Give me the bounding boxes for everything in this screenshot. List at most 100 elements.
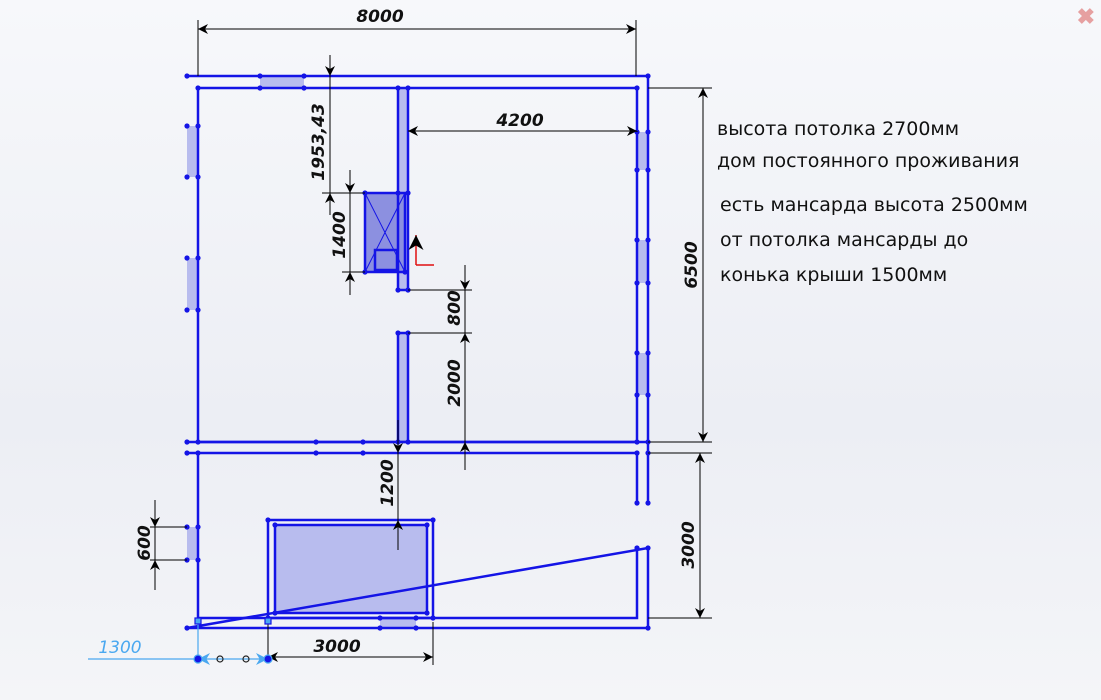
- sketch-point[interactable]: [634, 392, 640, 398]
- sketch-point[interactable]: [184, 625, 190, 631]
- dim-1300-active[interactable]: 1300: [98, 638, 141, 658]
- sketch-point[interactable]: [424, 522, 430, 528]
- object-inner: [273, 523, 429, 615]
- note-attic-to-ridge: от потолка мансарды до: [720, 229, 969, 251]
- sketch-point[interactable]: [634, 85, 640, 91]
- window-top: [260, 76, 304, 88]
- sketch-point[interactable]: [395, 85, 401, 91]
- sketch-point[interactable]: [272, 522, 278, 528]
- sketch-point[interactable]: [257, 85, 263, 91]
- sketch-point[interactable]: [195, 524, 201, 530]
- sketch-point[interactable]: [184, 73, 190, 79]
- stove-chimney: [373, 248, 399, 272]
- dim-3000-right[interactable]: 3000: [679, 521, 699, 568]
- sketch-point[interactable]: [377, 615, 383, 621]
- sketch-point[interactable]: [313, 450, 319, 456]
- note-residence: дом постоянного проживания: [717, 150, 1020, 172]
- sketch-points: [184, 73, 651, 631]
- object-outer: [266, 518, 435, 620]
- note-attic: есть мансарда высота 2500мм: [720, 194, 1028, 216]
- sketch-point[interactable]: [195, 439, 201, 445]
- sketch-point[interactable]: [645, 237, 651, 243]
- sketch-point[interactable]: [405, 439, 411, 445]
- dim-8000[interactable]: 8000: [356, 7, 403, 27]
- sketch-point[interactable]: [272, 610, 278, 616]
- sketch-point[interactable]: [634, 167, 640, 173]
- sketch-point[interactable]: [634, 545, 640, 551]
- sketch-point[interactable]: [645, 625, 651, 631]
- sketch-point[interactable]: [645, 350, 651, 356]
- sketch-point[interactable]: [184, 123, 190, 129]
- sketch-point[interactable]: [413, 615, 419, 621]
- sketch-point[interactable]: [402, 269, 408, 275]
- interior-wall-upper: [398, 88, 408, 290]
- sketch-point[interactable]: [257, 73, 263, 79]
- sketch-point[interactable]: [645, 167, 651, 173]
- sketch-point[interactable]: [377, 625, 383, 631]
- sketch-point[interactable]: [645, 280, 651, 286]
- sketch-point[interactable]: [195, 450, 201, 456]
- sketch-point[interactable]: [184, 255, 190, 261]
- dim-3000-bottom[interactable]: 3000: [313, 637, 360, 657]
- sketch-point[interactable]: [430, 517, 436, 523]
- filled-regions: [187, 76, 648, 628]
- sketch-point[interactable]: [634, 500, 640, 506]
- note-ceiling-height: высота потолка 2700мм: [717, 118, 960, 140]
- dimension-lines[interactable]: [150, 20, 712, 665]
- sketch-point[interactable]: [301, 85, 307, 91]
- sketch-point[interactable]: [184, 307, 190, 313]
- window-left-3: [187, 527, 198, 560]
- sketch-point[interactable]: [430, 615, 436, 621]
- dim-600[interactable]: 600: [135, 525, 155, 561]
- sketch-point[interactable]: [301, 73, 307, 79]
- dim-6500[interactable]: 6500: [682, 241, 702, 288]
- sketch-point[interactable]: [634, 280, 640, 286]
- dim-1200[interactable]: 1200: [378, 459, 398, 506]
- sketch-point[interactable]: [184, 450, 190, 456]
- sketch-point[interactable]: [645, 392, 651, 398]
- sketch-point[interactable]: [405, 85, 411, 91]
- active-dimension-1300[interactable]: [88, 617, 273, 665]
- dim-1400[interactable]: 1400: [330, 211, 350, 258]
- sketch-point[interactable]: [195, 174, 201, 180]
- sketch-point[interactable]: [195, 307, 201, 313]
- close-icon[interactable]: ✖: [1076, 4, 1095, 29]
- sketch-point[interactable]: [424, 610, 430, 616]
- interior-wall-lower: [398, 333, 408, 442]
- sketch-point[interactable]: [395, 190, 401, 196]
- lower-room-inner: [187, 440, 648, 620]
- dim-2000[interactable]: 2000: [445, 359, 465, 406]
- sketch-point[interactable]: [645, 545, 651, 551]
- sketch-point[interactable]: [195, 255, 201, 261]
- sketch-point[interactable]: [184, 174, 190, 180]
- sketch-point[interactable]: [195, 85, 201, 91]
- sketch-point[interactable]: [634, 237, 640, 243]
- sketch-point[interactable]: [645, 500, 651, 506]
- sketch-point[interactable]: [634, 450, 640, 456]
- dim-800[interactable]: 800: [445, 290, 465, 326]
- sketch-point[interactable]: [360, 439, 366, 445]
- sketch-point[interactable]: [634, 350, 640, 356]
- window-right-3: [637, 353, 648, 395]
- sketch-point[interactable]: [645, 129, 651, 135]
- sketch-point[interactable]: [360, 450, 366, 456]
- dim-4200[interactable]: 4200: [495, 111, 543, 131]
- sketch-point[interactable]: [313, 439, 319, 445]
- sketch-point[interactable]: [195, 123, 201, 129]
- stove-outline: [363, 191, 407, 274]
- sketch-point[interactable]: [413, 625, 419, 631]
- sketch-point[interactable]: [195, 557, 201, 563]
- sketch-point[interactable]: [395, 287, 401, 293]
- sketch-point[interactable]: [184, 439, 190, 445]
- dim-1953[interactable]: 1953,43: [309, 103, 329, 180]
- window-right-1: [637, 132, 648, 170]
- sketch-point[interactable]: [634, 439, 640, 445]
- sketch-point[interactable]: [405, 190, 411, 196]
- window-left-2: [187, 258, 198, 310]
- stove-cross: [364, 192, 406, 273]
- sketch-point[interactable]: [265, 517, 271, 523]
- sketch-point[interactable]: [395, 330, 401, 336]
- sketch-point[interactable]: [645, 73, 651, 79]
- window-right-2: [637, 240, 648, 283]
